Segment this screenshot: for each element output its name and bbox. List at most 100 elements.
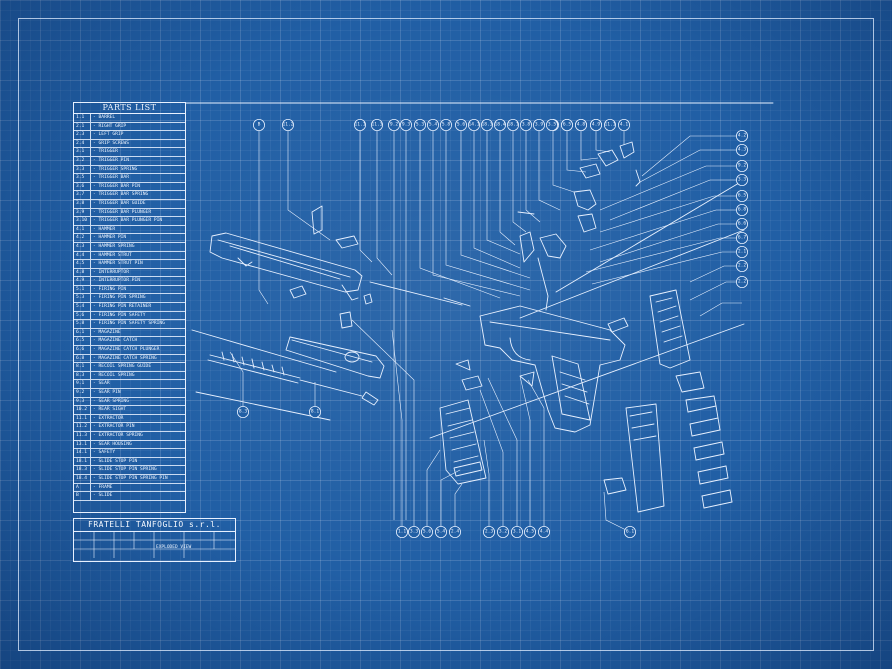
title-block-cells: [74, 532, 235, 558]
part-name: - TRIGGER PIN: [93, 157, 129, 163]
part-name: - INTERRUPTOR: [93, 269, 129, 275]
parts-list-row: 13.1- SEAR HOUSING: [74, 440, 185, 450]
part-name: - MAGAZINE CATCH SPRING: [93, 355, 157, 361]
part-name: - SLIDE STOP PIN: [93, 458, 138, 464]
callout-top-circle: [575, 119, 588, 132]
callout-bottom-circle: [538, 526, 551, 539]
part-name: - RIGHT GRIP: [93, 123, 127, 129]
callout-right-circle: [736, 203, 749, 216]
callout-top-circle: [454, 119, 467, 132]
part-number: 6.6: [74, 346, 91, 354]
callout-other: 6.1: [626, 529, 635, 535]
callout-right-circle: [736, 173, 749, 186]
callout-right-circle: [736, 275, 749, 288]
part-number: 2.1: [74, 122, 91, 131]
part-name: - TRIGGER SPRING: [93, 166, 138, 172]
part-number: 4.2: [74, 234, 91, 242]
part-name: - FIRING PIN SAFETY SPRING: [93, 321, 165, 327]
callout-top-circle: [281, 119, 294, 132]
parts-list-row: 8.1- RECOIL SPRING GUIDE: [74, 363, 185, 372]
parts-list-row: A- FRAME: [74, 483, 185, 493]
part-number: 3.10: [74, 217, 91, 225]
callout-top-circle: [426, 119, 439, 132]
callout-top-circle: [252, 119, 265, 132]
part-name: - SEAR HOUSING: [93, 441, 132, 447]
callout-bottom-circle: [496, 526, 509, 539]
part-number: 5.6: [74, 311, 91, 320]
callout-bottom: 3.3: [410, 529, 419, 535]
parts-list-row: 5.8- FIRING PIN SAFETY SPRING: [74, 320, 185, 329]
callout-top-circle: [413, 119, 426, 132]
callout-top: 18.3: [481, 122, 492, 128]
parts-list-row: 18.3- SLIDE STOP PIN SPRING: [74, 466, 185, 475]
part-number: 4.4: [74, 251, 91, 260]
part-number: 3.5: [74, 174, 91, 182]
callout-top-circle: [439, 119, 452, 132]
parts-list-row: 9.3- SEAR SPRING: [74, 397, 185, 407]
part-number: 13.1: [74, 440, 91, 449]
part-name: - REAR SIGHT: [93, 407, 127, 413]
part-name: - HAMMER: [93, 226, 116, 232]
callout-top-circle: [590, 119, 603, 132]
callout-right: 2.1: [738, 249, 747, 255]
part-number: B: [74, 492, 91, 500]
part-number: 5.4: [74, 303, 91, 311]
callout-top-circle: [520, 119, 533, 132]
part-number: 8.1: [74, 363, 91, 371]
callout-top: 18.4: [494, 122, 505, 128]
part-number: 6.5: [74, 337, 91, 346]
part-name: - HAMMER SPRING: [93, 243, 135, 249]
callout-other-circle: [236, 405, 249, 418]
part-name: - BARREL: [93, 115, 116, 120]
part-number: 9.1: [74, 380, 91, 388]
part-number: 5.1: [74, 285, 91, 294]
part-number: 18.4: [74, 474, 91, 483]
part-name: - HAMMER STRUT PIN: [93, 261, 143, 267]
callout-right-circle: [736, 231, 749, 244]
part-name: - SAFETY: [93, 450, 116, 456]
part-number: 6.8: [74, 354, 91, 363]
part-number: 2.3: [74, 131, 91, 139]
callout-right: 6.8: [738, 207, 747, 213]
callout-top-circle: [618, 119, 631, 132]
part-number: 5.8: [74, 320, 91, 328]
part-name: - EXTRACTOR SPRING: [93, 432, 143, 438]
parts-list-row: 4.1- HAMMER: [74, 225, 185, 235]
view-label: EXPLODED VIEW: [156, 545, 192, 550]
callout-right-circle: [736, 217, 749, 230]
parts-list-row: 9.1- SEAR: [74, 380, 185, 389]
part-number: 9.2: [74, 389, 91, 397]
parts-list-row: 4.2- HAMMER PIN: [74, 234, 185, 243]
part-name: - MAGAZINE CATCH: [93, 338, 138, 344]
part-name: - FRAME: [93, 484, 113, 490]
part-number: 4.1: [74, 225, 91, 234]
part-number: 11.3: [74, 431, 91, 440]
callout-right: 6.7: [738, 235, 747, 241]
part-name: - TRIGGER BAR PIN: [93, 183, 141, 189]
parts-list-row: 10.2- REAR SIGHT: [74, 406, 185, 415]
part-number: 3.3: [74, 165, 91, 174]
parts-list-title: PARTS LIST: [74, 103, 185, 114]
callout-right-circle: [736, 245, 749, 258]
callout-other-circle: [624, 526, 637, 539]
callout-other: 8.1: [311, 409, 320, 415]
callout-bottom-circle: [448, 526, 461, 539]
callout-top-circle: [604, 119, 617, 132]
parts-list-row: 3.6- TRIGGER BAR PIN: [74, 182, 185, 192]
parts-list-row: 6.5- MAGAZINE CATCH: [74, 337, 185, 347]
part-number: 8.3: [74, 371, 91, 380]
callout-top-circle: [493, 119, 506, 132]
callout-top: 6.5: [563, 122, 572, 128]
callout-right-circle: [736, 259, 749, 272]
part-number: 4.3: [74, 242, 91, 251]
callout-top: 5.3: [416, 122, 425, 128]
callout-top-circle: [480, 119, 493, 132]
callout-top: 18.1: [507, 122, 518, 128]
callout-top-circle: [561, 119, 574, 132]
parts-list-row: 5.6- FIRING PIN SAFETY: [74, 311, 185, 321]
part-name: - TRIGGER BAR PLUNGER PIN: [93, 218, 163, 224]
parts-list-row: 4.3- HAMMER SPRING: [74, 242, 185, 252]
callout-top-circle: [467, 119, 480, 132]
